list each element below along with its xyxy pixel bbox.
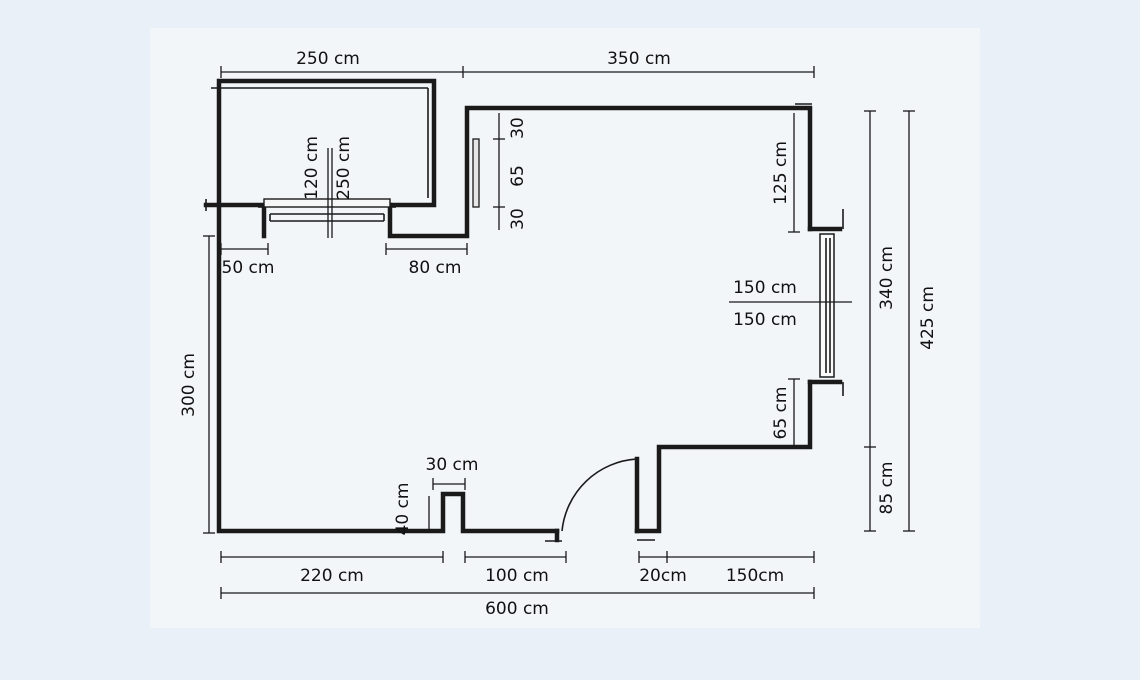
label-window-height: 150 cm bbox=[733, 310, 797, 330]
label-heater-mid: 65 bbox=[508, 165, 528, 187]
label-bottom-left: 220 cm bbox=[300, 566, 364, 586]
label-balcony-opening-left: 50 cm bbox=[222, 258, 275, 278]
label-bottom-mid: 100 cm bbox=[485, 566, 549, 586]
dimension-lines bbox=[203, 66, 915, 599]
radiator bbox=[472, 138, 480, 208]
label-right-total: 425 cm bbox=[918, 286, 938, 350]
room-wall-top-left bbox=[387, 105, 813, 239]
entrance-door bbox=[561, 458, 638, 532]
right-window bbox=[807, 209, 844, 396]
label-balcony-door-width: 120 cm bbox=[302, 136, 322, 200]
label-top-room-width: 350 cm bbox=[607, 49, 671, 69]
label-left-wall: 300 cm bbox=[179, 353, 199, 417]
label-bottom-right: 150cm bbox=[726, 566, 784, 586]
label-right-total-upper: 340 cm bbox=[877, 246, 897, 310]
label-niche-depth: 40 cm bbox=[393, 483, 413, 536]
walls bbox=[203, 78, 813, 543]
label-niche-width: 30 cm bbox=[426, 455, 479, 475]
dimension-labels: 250 cm 350 cm 50 cm 80 cm 120 cm 250 cm … bbox=[179, 49, 938, 619]
room-wall-left bbox=[216, 202, 560, 534]
label-right-total-lower: 85 cm bbox=[877, 462, 897, 515]
label-right-lower: 65 cm bbox=[771, 387, 791, 440]
label-door-jamb: 20cm bbox=[639, 566, 687, 586]
balcony-door bbox=[258, 198, 396, 222]
label-heater-bottom: 30 bbox=[508, 208, 528, 230]
label-right-upper: 125 cm bbox=[771, 141, 791, 205]
label-balcony-opening-right: 80 cm bbox=[409, 258, 462, 278]
paper-sheet bbox=[150, 28, 980, 628]
label-top-balcony-width: 250 cm bbox=[296, 49, 360, 69]
label-bottom-total: 600 cm bbox=[485, 599, 549, 619]
room-wall-right-lower bbox=[634, 379, 813, 534]
label-heater-top: 30 bbox=[508, 117, 528, 139]
label-balcony-door-height: 250 cm bbox=[334, 136, 354, 200]
label-window-width: 150 cm bbox=[733, 278, 797, 298]
